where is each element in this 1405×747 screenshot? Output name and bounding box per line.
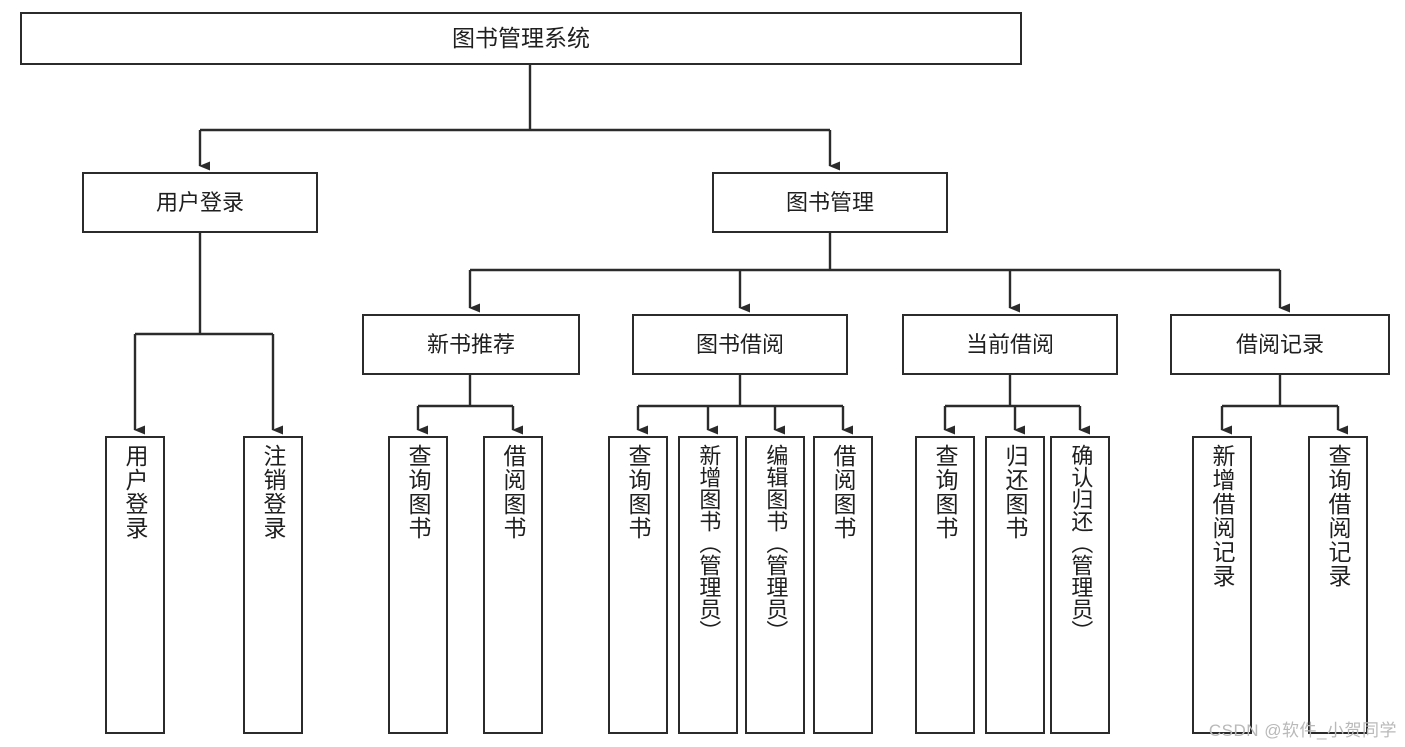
leaf-add-borrow-record-label: 新增借阅记录 [1209,444,1236,588]
node-book-management-label: 图书管理 [785,189,874,215]
node-current-borrow-label: 当前借阅 [965,331,1054,357]
leaf-return-book-label: 归还图书 [1002,444,1029,540]
leaf-query-borrow-record[interactable]: 查询借阅记录 [1308,436,1368,734]
leaf-query-book-recommend[interactable]: 查询图书 [388,436,448,734]
leaf-return-book[interactable]: 归还图书 [985,436,1045,734]
node-new-book-recommend[interactable]: 新书推荐 [362,314,580,375]
leaf-edit-book-admin-label: 编辑图书（管理员） [763,444,789,642]
leaf-query-book[interactable]: 查询图书 [608,436,668,734]
leaf-confirm-return-admin-label: 确认归还（管理员） [1068,444,1094,642]
node-book-management[interactable]: 图书管理 [712,172,948,233]
node-book-borrow[interactable]: 图书借阅 [632,314,848,375]
node-borrow-record[interactable]: 借阅记录 [1170,314,1390,375]
node-user-login[interactable]: 用户登录 [82,172,318,233]
node-user-login-label: 用户登录 [155,189,244,215]
leaf-add-book-admin-label: 新增图书（管理员） [696,444,722,642]
leaf-query-book-label: 查询图书 [625,444,652,540]
leaf-query-book-recommend-label: 查询图书 [405,444,432,540]
leaf-query-borrow-record-label: 查询借阅记录 [1325,444,1352,588]
leaf-borrow-book-recommend-label: 借阅图书 [500,444,527,540]
leaf-borrow-book-recommend[interactable]: 借阅图书 [483,436,543,734]
leaf-confirm-return-admin[interactable]: 确认归还（管理员） [1050,436,1110,734]
leaf-user-login-label: 用户登录 [122,444,149,540]
leaf-edit-book-admin[interactable]: 编辑图书（管理员） [745,436,805,734]
node-root[interactable]: 图书管理系统 [20,12,1022,65]
node-current-borrow[interactable]: 当前借阅 [902,314,1118,375]
leaf-borrow-book-label: 借阅图书 [830,444,857,540]
node-book-borrow-label: 图书借阅 [695,331,784,357]
node-borrow-record-label: 借阅记录 [1235,331,1324,357]
leaf-query-book-current[interactable]: 查询图书 [915,436,975,734]
node-root-label: 图书管理系统 [452,24,590,51]
node-new-book-recommend-label: 新书推荐 [426,331,515,357]
leaf-logout[interactable]: 注销登录 [243,436,303,734]
leaf-query-book-current-label: 查询图书 [932,444,959,540]
leaf-logout-label: 注销登录 [260,444,287,540]
csdn-watermark: CSDN @软件_小贺同学 [1208,721,1397,740]
leaf-add-book-admin[interactable]: 新增图书（管理员） [678,436,738,734]
leaf-user-login[interactable]: 用户登录 [105,436,165,734]
leaf-borrow-book[interactable]: 借阅图书 [813,436,873,734]
leaf-add-borrow-record[interactable]: 新增借阅记录 [1192,436,1252,734]
